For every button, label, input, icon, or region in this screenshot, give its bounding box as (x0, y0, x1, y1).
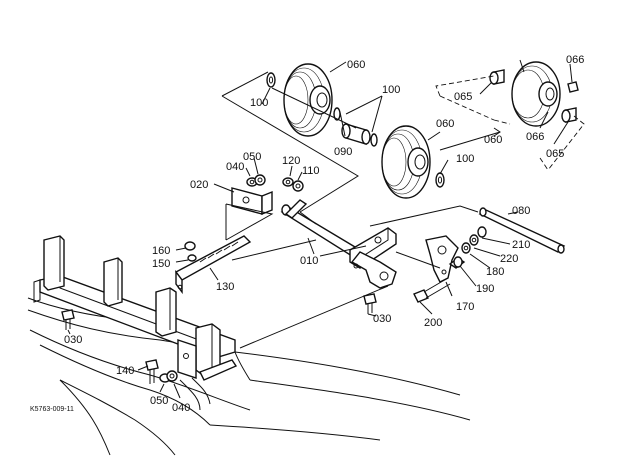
callout-090: 090 (334, 146, 352, 158)
nut-160-washer-150 (184, 241, 197, 262)
lever-170 (425, 235, 459, 283)
callout-065: 065 (546, 148, 564, 160)
leader-lines (67, 59, 585, 399)
callout-160: 160 (152, 245, 170, 257)
callout-180: 180 (486, 266, 504, 278)
drawing-reference: K5763-009-11 (30, 406, 74, 413)
washer-100-d (435, 172, 445, 188)
callout-100: 100 (250, 97, 268, 109)
wheel-060-center (381, 125, 431, 199)
bolt-200 (413, 277, 451, 303)
nut-120-washer-110 (282, 177, 304, 192)
callout-120: 120 (282, 155, 300, 167)
washer-100-a (266, 72, 276, 88)
callout-140: 140 (116, 365, 134, 377)
callout-066: 066 (566, 54, 584, 66)
bushing-065-a (489, 69, 505, 85)
callout-210: 210 (512, 239, 530, 251)
callout-060: 060 (347, 59, 365, 71)
callout-labels: 060 100 100 090 060 100 066 065 060 066 … (64, 54, 584, 414)
callout-065: 065 (454, 91, 472, 103)
bolt-140-assembly (145, 359, 178, 384)
wheel-060-right (511, 61, 561, 127)
callout-010: 010 (300, 255, 318, 267)
callout-220: 220 (500, 253, 518, 265)
fitting-066 (567, 81, 579, 93)
wheel-060-upper-left (283, 63, 333, 137)
callout-030: 030 (373, 313, 391, 325)
callout-200: 200 (424, 317, 442, 329)
washer-100-c (370, 133, 378, 147)
callout-170: 170 (456, 301, 474, 313)
rod-080 (478, 207, 566, 254)
bushing-090 (341, 123, 371, 145)
callout-100: 100 (456, 153, 474, 165)
adjuster-plate-130 (174, 235, 252, 295)
mower-deck-outline (27, 297, 471, 456)
washers-180-220-210 (461, 226, 487, 254)
callout-110: 110 (302, 165, 320, 177)
callout-040: 040 (172, 402, 190, 414)
callout-050: 050 (150, 395, 168, 407)
spacer-190 (448, 256, 466, 269)
callout-190: 190 (476, 283, 494, 295)
pivot-bracket (349, 227, 397, 289)
callout-030: 030 (64, 334, 82, 346)
bolt-030-right (363, 293, 377, 314)
callout-040: 040 (226, 161, 244, 173)
bushing-065-b (561, 107, 577, 123)
callout-100: 100 (382, 84, 400, 96)
callout-066: 066 (526, 131, 544, 143)
callout-060: 060 (436, 118, 454, 130)
bolt-030-left (61, 309, 75, 330)
callout-060: 060 (484, 134, 502, 146)
callout-150: 150 (152, 258, 170, 270)
callout-080: 080 (512, 205, 530, 217)
callout-050: 050 (243, 151, 261, 163)
deck-frame (33, 235, 238, 411)
callout-020: 020 (190, 179, 208, 191)
bracket-020 (231, 174, 273, 216)
axle-010 (280, 199, 362, 257)
callout-130: 130 (216, 281, 234, 293)
